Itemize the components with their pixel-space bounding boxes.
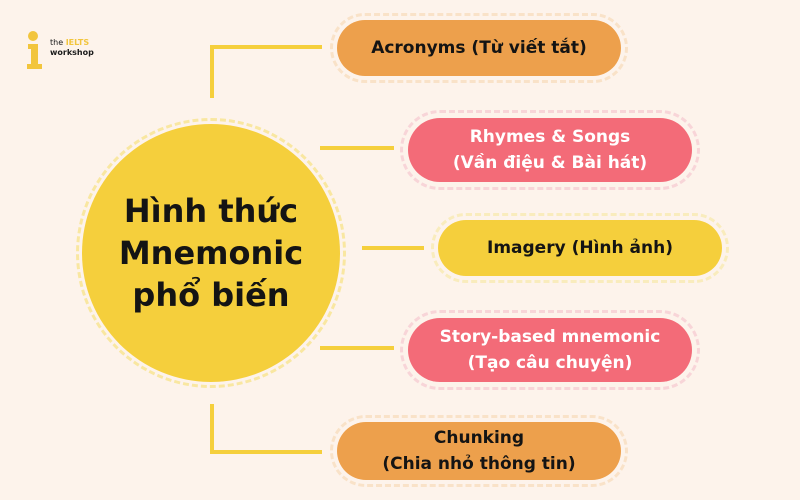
logo-brand: IELTS xyxy=(65,38,90,47)
branch-story-label: Story-based mnemonic xyxy=(439,327,661,347)
logo-prefix: the xyxy=(50,38,64,47)
center-title-line-2: Mnemonic xyxy=(118,234,304,272)
branch-story-based: Story-based mnemonic (Tạo câu chuyện) xyxy=(408,318,692,382)
logo-i-icon xyxy=(27,31,42,69)
branch-chunking-sublabel: (Chia nhỏ thông tin) xyxy=(382,454,576,474)
branch-story-sublabel: (Tạo câu chuyện) xyxy=(467,353,633,373)
center-title-line-1: Hình thức xyxy=(123,192,299,230)
branch-imagery-ring xyxy=(431,213,729,283)
branch-chunking-ring xyxy=(330,415,628,487)
center-title-line-3: phổ biến xyxy=(132,276,290,314)
branch-acronyms-ring xyxy=(330,13,628,83)
center-circle: Hình thức Mnemonic phổ biến xyxy=(82,124,340,382)
logo-text: the IELTS workshop xyxy=(50,38,94,58)
logo-workshop: workshop xyxy=(50,48,94,57)
connector-chunking xyxy=(210,404,322,454)
branch-chunking: Chunking (Chia nhỏ thông tin) xyxy=(337,422,621,480)
branch-acronyms: Acronyms (Từ viết tắt) xyxy=(337,20,621,76)
connector-acronyms xyxy=(210,45,322,98)
logo: the IELTS workshop xyxy=(24,30,144,70)
center-title: Hình thức Mnemonic phổ biến xyxy=(96,190,326,316)
branch-rhymes-ring xyxy=(400,110,700,190)
branch-rhymes-songs: Rhymes & Songs (Vần điệu & Bài hát) xyxy=(408,118,692,182)
center-circle-ring xyxy=(76,118,346,388)
branch-rhymes-sublabel: (Vần điệu & Bài hát) xyxy=(452,153,648,173)
branch-imagery-label: Imagery (Hình ảnh) xyxy=(487,238,673,258)
branch-rhymes-label: Rhymes & Songs xyxy=(469,127,631,147)
branch-acronyms-label: Acronyms (Từ viết tắt) xyxy=(371,38,587,58)
branch-story-ring xyxy=(400,310,700,390)
branch-chunking-label: Chunking xyxy=(433,428,525,448)
branch-imagery: Imagery (Hình ảnh) xyxy=(438,220,722,276)
